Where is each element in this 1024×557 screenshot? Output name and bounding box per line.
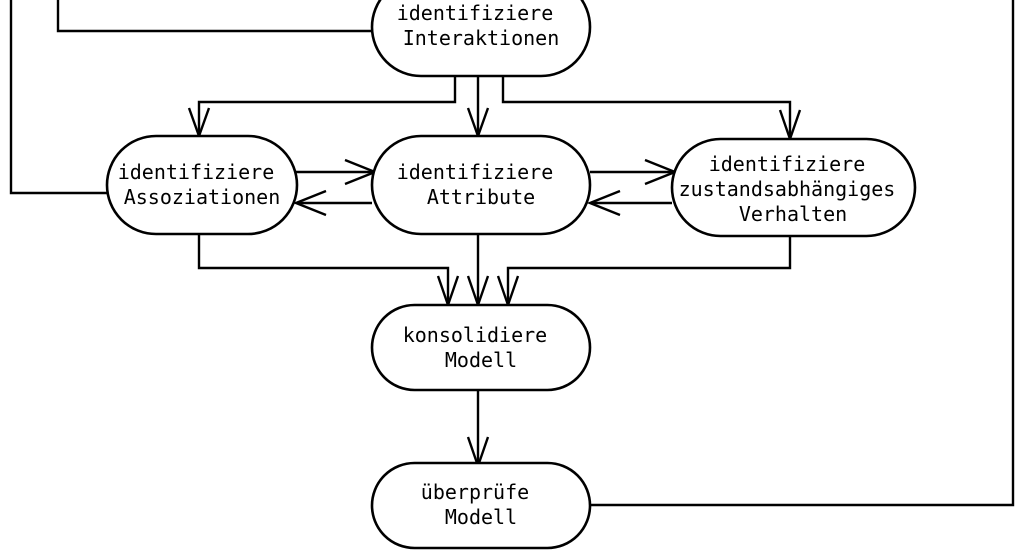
edge-interaktionen-to-assoziationen [197,76,457,133]
node-ueberpruefe-modell[interactable]: überprüfe Modell [370,461,592,550]
edge-ueberpruefe-to-right-rail [590,0,1015,507]
node-shape-ueberpruefe [370,461,592,550]
node-label-assoziationen: identifiziere Assoziationen [118,160,287,209]
node-label-interaktionen: identifiziere Interaktionen [397,1,566,50]
node-label-attribute: identifiziere Attribute [397,160,566,209]
edge-interaktionen-to-verhalten [501,76,792,136]
node-label-ueberpruefe: überprüfe Modell [421,480,541,529]
node-shape-interaktionen [370,0,592,78]
edge-assoziationen-to-top-left-rail [9,0,107,195]
node-shape-assoziationen [105,134,299,236]
edge-verhalten-to-konsolidiere [506,236,792,302]
node-shape-konsolidiere [370,303,592,392]
node-identifiziere-assoziationen[interactable]: identifiziere Assoziationen [105,134,299,236]
node-label-konsolidiere: konsolidiere Modell [403,323,560,372]
edge-feedback-into-interaktionen [56,0,398,33]
arrowhead-attribute-assoziationen [292,189,327,217]
node-shape-attribute [370,134,592,236]
node-konsolidiere-modell[interactable]: konsolidiere Modell [370,303,592,392]
node-identifiziere-zustandsabhaengiges-verhalten[interactable]: identifiziere zustandsabhängiges Verhalt… [670,137,917,238]
node-identifiziere-interaktionen[interactable]: identifiziere Interaktionen [370,0,592,78]
edge-assoziationen-to-konsolidiere [197,234,450,302]
node-label-verhalten: identifiziere zustandsabhängiges Verhalt… [679,152,908,226]
node-shape-verhalten [670,137,917,238]
node-identifiziere-attribute[interactable]: identifiziere Attribute [370,134,592,236]
arrowhead-verhalten-attribute [586,189,621,217]
